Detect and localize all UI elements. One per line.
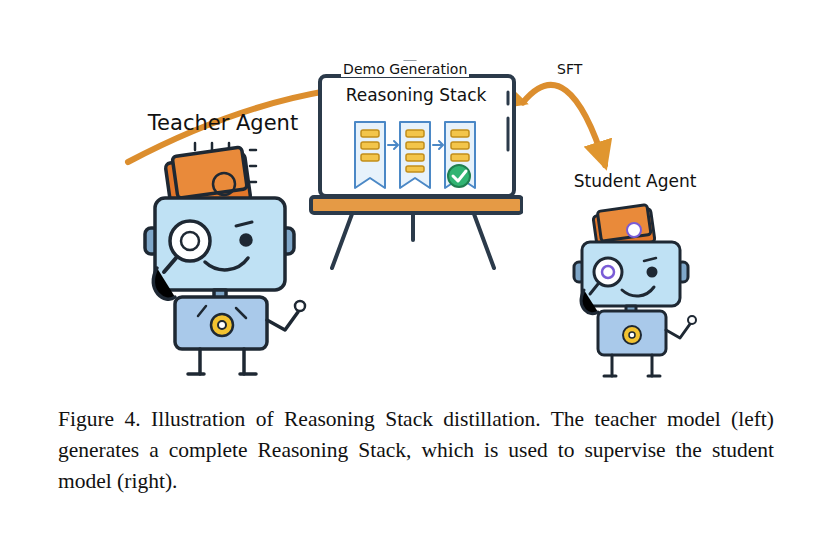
figure-caption: Figure 4. Illustration of Reasoning Stac…: [58, 404, 774, 497]
agent-figure: Student Agent: [560, 165, 710, 380]
whiteboard-box: Reasoning Stack: [309, 60, 523, 272]
edge-label: Demo Generation: [341, 61, 469, 77]
teacher-robot: [128, 105, 318, 390]
node-label: Teacher Agent: [148, 111, 298, 135]
edge-label: SFT: [555, 61, 584, 77]
agent-figure: Teacher Agent: [128, 105, 318, 390]
student-robot: [560, 165, 710, 380]
curved-arrow: [523, 85, 605, 165]
node-label: Student Agent: [574, 171, 697, 191]
node-label: Reasoning Stack: [346, 85, 487, 105]
